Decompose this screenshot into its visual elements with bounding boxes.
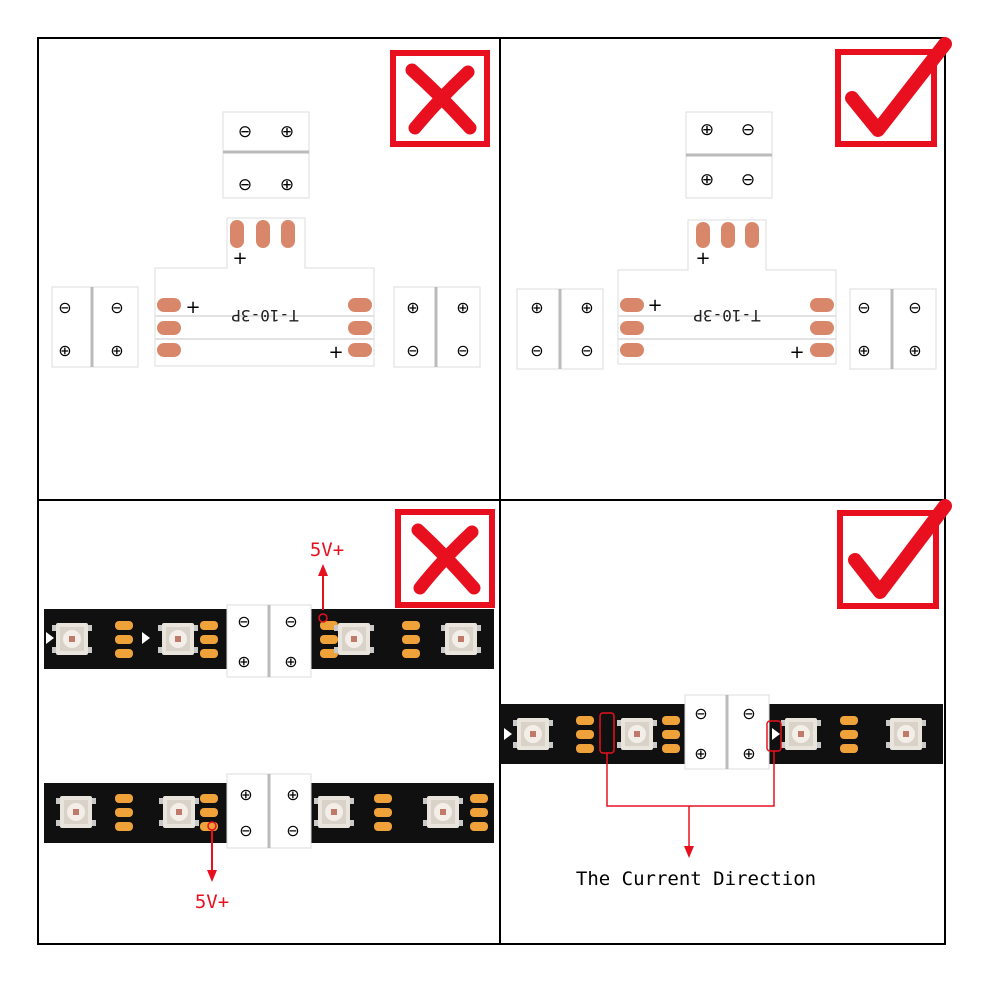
polarity-symbol: ⊖ xyxy=(58,298,71,317)
polarity-symbol: ⊖ xyxy=(857,298,870,317)
polarity-symbol: ⊕ xyxy=(456,298,469,317)
direction-label: The Current Direction xyxy=(576,868,816,890)
polarity-symbol: ⊖ xyxy=(239,821,252,840)
polarity-symbol: ⊕ xyxy=(284,652,297,671)
clip-connector-left: ⊕ ⊕ ⊖ ⊖ xyxy=(516,288,604,370)
panel-top-right: ⊕ ⊖ ⊕ ⊖ + + + T-10-3P ⊕ ⊕ xyxy=(516,37,952,370)
polarity-symbol: ⊖ xyxy=(742,704,755,723)
check-mark-icon xyxy=(835,37,952,147)
polarity-symbol: ⊖ xyxy=(237,612,250,631)
check-mark-icon xyxy=(837,499,952,609)
clip-connector-top: ⊕ ⊖ ⊕ ⊖ xyxy=(685,111,773,199)
arrow-down-icon xyxy=(207,821,217,882)
polarity-symbol: ⊕ xyxy=(280,122,294,142)
clip-connector-left: ⊖ ⊖ ⊕ ⊕ xyxy=(51,286,139,368)
plus-sign: + xyxy=(789,342,804,363)
polarity-symbol: ⊖ xyxy=(286,821,299,840)
t-connector-board: + + + T-10-3P xyxy=(154,217,375,367)
plus-sign: + xyxy=(647,295,662,316)
arrow-up-icon xyxy=(318,564,328,623)
clip-connector-right: ⊕ ⊕ ⊖ ⊖ xyxy=(393,286,481,368)
cross-mark-icon xyxy=(390,50,490,147)
cross-mark-icon xyxy=(395,509,495,608)
panel-bottom-left: ⊖ ⊖ ⊕ ⊕ 5V+ ⊕ ⊕ xyxy=(44,509,495,913)
polarity-symbol: ⊕ xyxy=(280,175,294,195)
clip-connector-right: ⊖ ⊖ ⊕ ⊕ xyxy=(849,288,937,370)
polarity-symbol: ⊕ xyxy=(742,744,755,763)
polarity-symbol: ⊖ xyxy=(456,341,469,360)
t-connector-board: + + + T-10-3P xyxy=(617,219,837,365)
polarity-symbol: ⊖ xyxy=(741,170,755,190)
polarity-symbol: ⊖ xyxy=(238,122,252,142)
polarity-symbol: ⊖ xyxy=(741,120,755,140)
label-5v-top: 5V+ xyxy=(310,539,344,561)
polarity-symbol: ⊕ xyxy=(110,341,123,360)
polarity-symbol: ⊖ xyxy=(110,298,123,317)
plus-sign: + xyxy=(328,342,343,363)
polarity-symbol: ⊕ xyxy=(700,120,714,140)
polarity-symbol: ⊖ xyxy=(530,341,543,360)
polarity-symbol: ⊕ xyxy=(239,785,252,804)
polarity-symbol: ⊖ xyxy=(284,612,297,631)
plus-sign: + xyxy=(695,248,710,269)
led-strip-lower: ⊕ ⊕ ⊖ ⊖ xyxy=(44,773,494,849)
polarity-symbol: ⊕ xyxy=(406,298,419,317)
panel-bottom-right: ⊖ ⊖ ⊕ ⊕ The Current Direction xyxy=(500,499,952,890)
connector-label: T-10-3P xyxy=(231,306,298,325)
polarity-symbol: ⊕ xyxy=(908,341,921,360)
polarity-symbol: ⊕ xyxy=(286,785,299,804)
polarity-symbol: ⊕ xyxy=(700,170,714,190)
panel-top-left: ⊖ ⊕ ⊖ ⊕ + + + T-10-3P ⊖ xyxy=(51,50,490,368)
polarity-symbol: ⊕ xyxy=(58,341,71,360)
polarity-symbol: ⊕ xyxy=(694,744,707,763)
polarity-symbol: ⊕ xyxy=(530,298,543,317)
arrow-down-icon xyxy=(684,846,694,858)
connector-label: T-10-3P xyxy=(693,306,760,325)
polarity-symbol: ⊖ xyxy=(238,175,252,195)
polarity-symbol: ⊕ xyxy=(857,341,870,360)
led-strip-upper: ⊖ ⊖ ⊕ ⊕ xyxy=(44,604,494,678)
direction-bracket xyxy=(599,712,782,848)
led-strip: ⊖ ⊖ ⊕ ⊕ xyxy=(500,694,943,770)
grid-frame xyxy=(37,37,946,945)
polarity-symbol: ⊕ xyxy=(580,298,593,317)
plus-sign: + xyxy=(232,248,247,269)
clip-connector-top: ⊖ ⊕ ⊖ ⊕ xyxy=(222,111,310,199)
polarity-symbol: ⊖ xyxy=(694,704,707,723)
polarity-symbol: ⊖ xyxy=(908,298,921,317)
polarity-symbol: ⊕ xyxy=(237,652,250,671)
polarity-symbol: ⊖ xyxy=(406,341,419,360)
plus-sign: + xyxy=(185,297,200,318)
label-5v-bottom: 5V+ xyxy=(195,891,229,913)
polarity-symbol: ⊖ xyxy=(580,341,593,360)
